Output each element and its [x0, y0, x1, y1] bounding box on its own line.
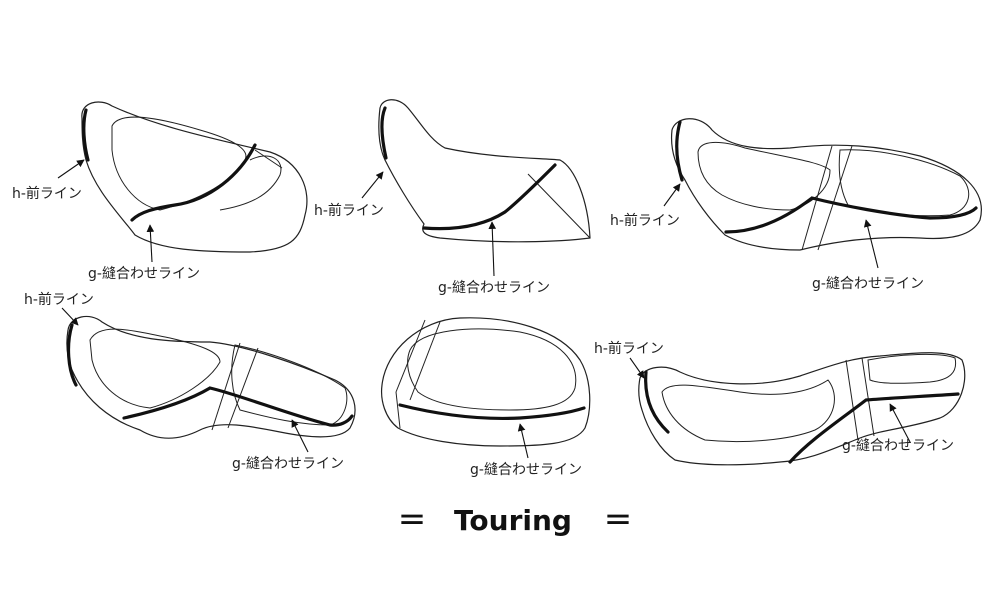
- seat-2-front-line-label: h-前ライン: [314, 202, 384, 219]
- seat-4-seam-line-label: g-縫合わせライン: [232, 456, 344, 472]
- seat-6-seam-line-label: g-縫合わせライン: [842, 438, 954, 454]
- seat-3-seam-line-label: g-縫合わせライン: [812, 276, 924, 292]
- page-title: Touring: [454, 504, 572, 537]
- seat-4: h-前ライン g-縫合わせライン: [24, 291, 356, 472]
- seat-2-seam-line-label: g-縫合わせライン: [438, 280, 550, 296]
- right-equals-mark: ＝: [604, 504, 632, 537]
- seat-3-front-line-label: h-前ライン: [610, 212, 680, 229]
- seat-1-front-line-label: h-前ライン: [12, 185, 82, 202]
- left-equals-mark: ＝: [398, 504, 426, 537]
- seat-2: h-前ライン g-縫合わせライン: [314, 99, 591, 296]
- seat-1-seam-line-label: g-縫合わせライン: [88, 266, 200, 282]
- seat-3: h-前ライン g-縫合わせライン: [610, 118, 982, 292]
- footer-title: ＝ Touring ＝: [398, 504, 632, 537]
- seat-5-seam-line-label: g-縫合わせライン: [470, 462, 582, 478]
- seat-6: h-前ライン g-縫合わせライン: [594, 340, 966, 466]
- seat-5: g-縫合わせライン: [380, 317, 591, 478]
- seat-6-front-line-label: h-前ライン: [594, 340, 664, 357]
- seat-4-front-line-label: h-前ライン: [24, 291, 94, 308]
- seat-1: h-前ライン g-縫合わせライン: [12, 101, 308, 282]
